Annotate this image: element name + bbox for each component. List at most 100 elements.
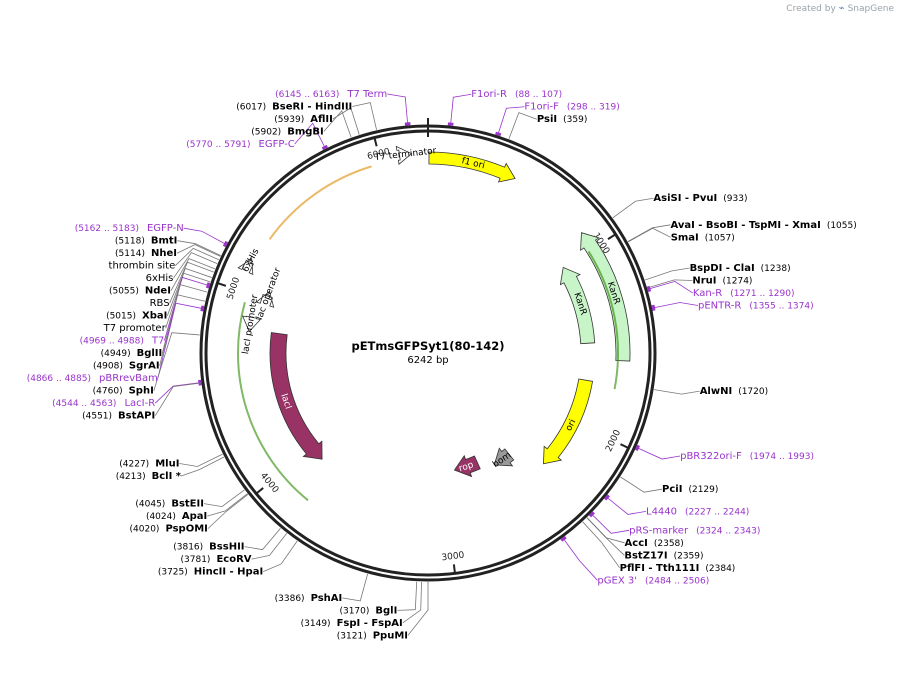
enzyme-label: (4949)BglII [101, 348, 163, 359]
plasmid-name: pETmsGFPSyt1(80-142) [351, 339, 504, 353]
feature-label: rop [458, 460, 475, 474]
primer-site-mark [646, 285, 652, 293]
label-leader-line [612, 197, 654, 219]
label-leader-line [562, 537, 598, 581]
label-leader-line [179, 453, 223, 467]
enzyme-label: BspDI - ClaI(1238) [690, 263, 791, 274]
primer-label: pRS-marker(2324 .. 2343) [629, 525, 760, 536]
label-leader-line [352, 102, 377, 130]
enzyme-label: PflFI - Tth111I(2384) [620, 563, 736, 574]
feature-label: ori [564, 418, 578, 433]
label-leader-line [628, 227, 671, 243]
tick-label: 2000 [604, 428, 623, 453]
enzyme-label: (5902)BmgBI [251, 127, 323, 138]
label-leader-line [244, 527, 281, 551]
label-leader-line [203, 489, 245, 508]
label-leader-line [582, 521, 620, 569]
enzyme-label: (4908)SgrAI [93, 361, 160, 372]
enzyme-label: (4551)BstAPI [82, 411, 155, 422]
label-leader-line [397, 581, 418, 611]
enzyme-label: PciI(2129) [662, 484, 718, 495]
tick-label: 4000 [258, 471, 280, 495]
label-leader-line [207, 494, 249, 529]
created-by-text: Created by [786, 4, 836, 14]
snapgene-logo: ⌁ [838, 3, 845, 14]
primer-site-mark [560, 535, 567, 542]
primer-label: (4544 .. 4563)LacI-R [52, 398, 155, 409]
enzyme-label: (3386)PshAI [275, 593, 343, 604]
label-leader-line [183, 227, 227, 245]
enzyme-label: (3725)HincII - HpaI [158, 567, 263, 578]
feature-label: lacI [278, 393, 293, 411]
brand-name: SnapGene [847, 4, 894, 14]
enzyme-label: NruI(1274) [692, 276, 752, 287]
label-leader-line [497, 106, 525, 136]
enzyme-label: (3149)FspI - FspAI [301, 618, 403, 629]
label-leader-line [153, 332, 200, 391]
primer-label: (6145 .. 6163)T7 Term [275, 89, 387, 100]
enzyme-label: (3781)EcoRV [181, 554, 252, 565]
enzyme-label: (3121)PpuMI [337, 630, 408, 641]
enzyme-label: SmaI(1057) [671, 232, 735, 243]
primer-label: Kan-R(1271 .. 1290) [693, 288, 795, 299]
feature-ori [543, 378, 594, 465]
label-leader-line [508, 112, 538, 139]
primer-label: F1ori-F(298 .. 319) [524, 102, 619, 113]
primer-site-mark [205, 282, 211, 289]
label-leader-line [163, 276, 210, 341]
feature-highlight-arc [587, 250, 619, 390]
primer-label: pBR322ori-F(1974 .. 1993) [680, 451, 814, 462]
feature-t7-terminator [395, 145, 413, 165]
primer-label: pENTR-R(1355 .. 1374) [698, 301, 814, 312]
enzyme-label: (4760)SphI [93, 386, 154, 397]
primer-label: (4866 .. 4885)pBRrevBam [27, 373, 158, 384]
tick-4000 [256, 487, 264, 494]
primer-label: (5770 .. 5791)EGFP-C [186, 139, 295, 150]
feature-tag: RBS [150, 298, 170, 309]
site-labels: F1ori-R(88 .. 107)F1ori-F(298 .. 319)Psi… [27, 89, 857, 641]
feature-kanr [559, 266, 596, 345]
label-leader-line [653, 389, 700, 395]
feature-kanr [580, 232, 631, 362]
primer-site-mark [588, 511, 595, 518]
feature-label: lac operator [255, 266, 283, 321]
label-leader-line [586, 517, 625, 556]
enzyme-label: PsiI(359) [537, 114, 587, 125]
enzyme-label: BstZ17I(2359) [624, 550, 703, 561]
enzyme-label: (5114)NheI [115, 248, 177, 259]
primer-label: L4440(2227 .. 2244) [646, 506, 749, 517]
primer-site-mark [634, 444, 641, 452]
label-leader-line [402, 581, 422, 624]
label-leader-line [332, 107, 360, 135]
label-leader-line [154, 382, 201, 404]
label-leader-line [586, 517, 625, 544]
enzyme-label: (5015)XbaI [106, 311, 167, 322]
primer-site-mark [321, 144, 329, 151]
label-leader-line [263, 540, 298, 573]
plasmid-length: 6242 bp [407, 355, 448, 366]
enzyme-label: (4020)PspOMI [130, 524, 208, 535]
label-leader-line [644, 267, 690, 281]
enzyme-label: (3170)BglI [339, 605, 397, 616]
feature-laci-promoter [241, 315, 262, 333]
enzyme-label: (4045)BstEII [135, 499, 204, 510]
tick-label: 5000 [226, 276, 243, 301]
feature-label: bom [491, 451, 513, 471]
tick-2000 [620, 443, 629, 449]
enzyme-label: (6017)BseRI - HindIII [236, 102, 352, 113]
label-leader-line [176, 244, 221, 257]
primer-site-mark [198, 379, 202, 386]
enzyme-label: (5055)NdeI [109, 286, 171, 297]
tick-6000 [373, 138, 378, 147]
label-leader-line [177, 240, 221, 256]
enzyme-label: (4213)BclI * [116, 471, 182, 482]
label-leader-line [166, 267, 212, 316]
primer-label: (4969 .. 4988)T7 [80, 336, 165, 347]
feature-tag: T7 promoter [103, 323, 167, 334]
label-leader-line [157, 302, 204, 379]
feature-f1-ori [428, 151, 516, 183]
label-leader-line [207, 493, 248, 517]
label-leader-line [647, 279, 693, 289]
